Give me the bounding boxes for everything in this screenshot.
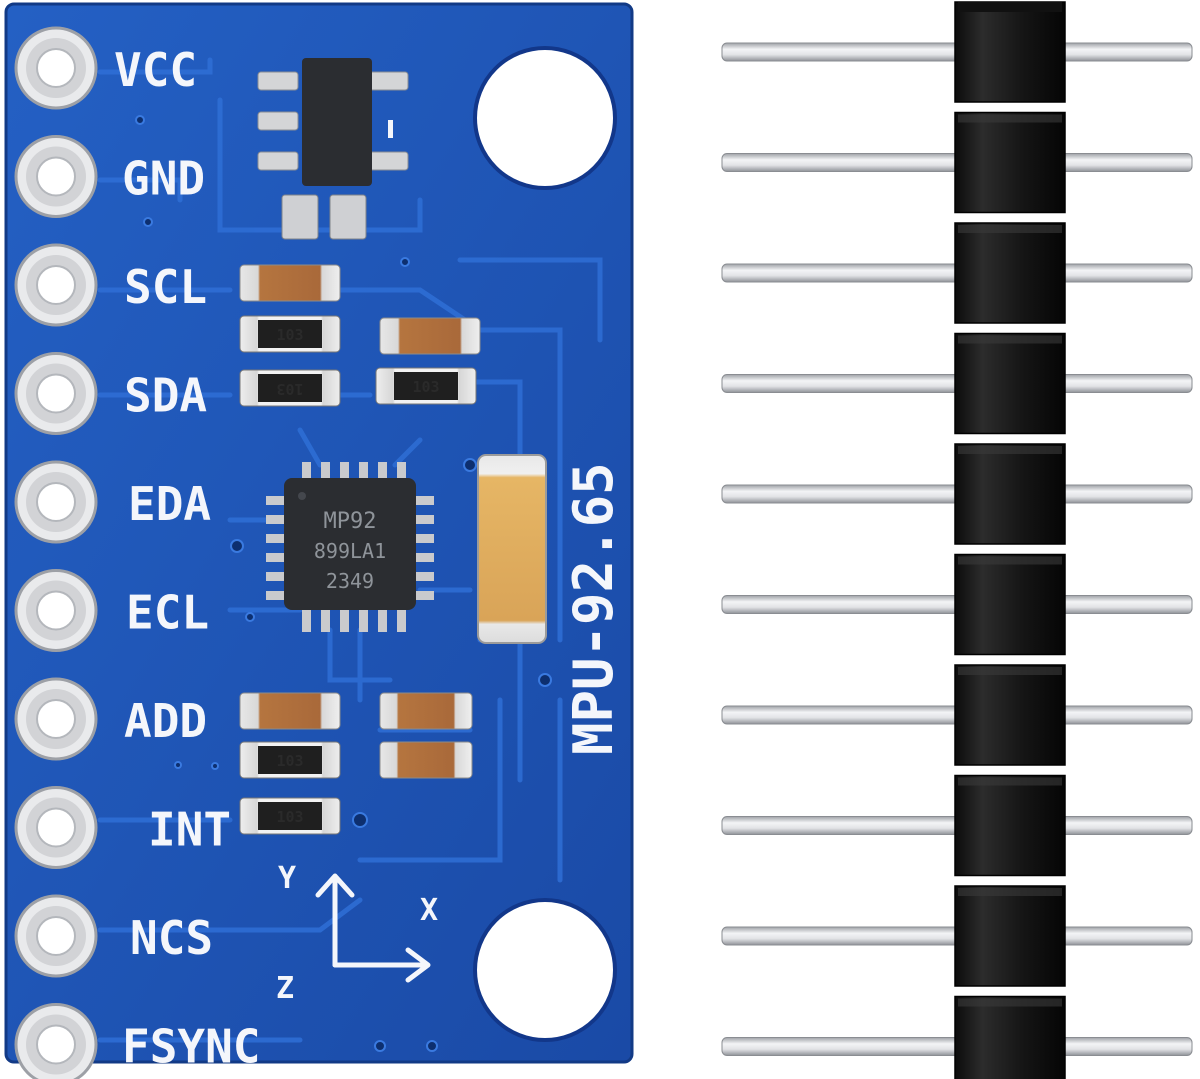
pin-pad-ncs	[14, 894, 98, 978]
header-pin	[721, 885, 1193, 987]
axis-indicator	[315, 873, 431, 983]
header-pin	[721, 553, 1193, 656]
pcb-vias	[135, 115, 552, 1052]
resistor-code: 103	[276, 752, 303, 770]
pin-pad-int	[14, 786, 98, 869]
resistor: 103	[239, 797, 341, 835]
resistor-code: 103	[276, 380, 303, 398]
pin-labels: VCC GND SCL SDA EDA ECL ADD INT NCS FSYNC	[114, 43, 260, 1074]
chip-pin	[414, 496, 434, 505]
pin-pad-gnd	[14, 135, 98, 218]
header-housing-segment	[954, 111, 1066, 214]
pin-pad-fsync	[14, 1003, 98, 1079]
pin-header	[721, 1, 1193, 1079]
pin-pad-ecl	[14, 569, 98, 652]
pin-label-add: ADD	[124, 694, 207, 748]
pin-label-scl: SCL	[124, 260, 207, 314]
voltage-regulator	[257, 58, 409, 186]
pin-pad-sda	[14, 352, 98, 435]
header-housing-segment	[954, 443, 1066, 545]
mounting-hole-top	[473, 46, 617, 190]
header-housing-segment	[954, 995, 1066, 1079]
chip-pin	[397, 608, 406, 632]
y-arrow-head	[315, 873, 355, 898]
mounting-hole-bottom	[473, 898, 617, 1042]
header-pin	[721, 995, 1193, 1079]
tantalum-capacitor	[477, 454, 547, 644]
header-housing-segment	[954, 885, 1066, 987]
resistor: 103	[239, 741, 341, 779]
chip-pin	[266, 591, 286, 600]
chip-pin	[397, 462, 406, 480]
header-housing-segment	[954, 1, 1066, 103]
pin-label-gnd: GND	[122, 152, 205, 206]
pin-pad-eda	[14, 460, 98, 544]
header-pin	[721, 332, 1193, 435]
header-pin	[721, 443, 1193, 545]
header-housing-segment	[954, 222, 1066, 324]
header-housing-segment	[954, 774, 1066, 877]
header-pin	[721, 222, 1193, 324]
header-housing-segment	[954, 553, 1066, 656]
chip-pin	[414, 553, 434, 562]
x-arrow-head	[405, 947, 431, 983]
resistor: 103	[375, 367, 477, 405]
chip-pin	[414, 534, 434, 543]
chip-pin	[359, 608, 368, 632]
resistor: 103	[239, 369, 341, 407]
chip-marking-line-1: MP92	[324, 509, 377, 534]
chip-pin	[266, 572, 286, 581]
chip-pin	[414, 515, 434, 524]
chip-pin	[414, 591, 434, 600]
chip-pin	[414, 572, 434, 581]
imu-chip: MP92 899LA1 2349	[266, 462, 434, 632]
pin-label-eda: EDA	[128, 477, 211, 531]
pin-pad-vcc	[14, 26, 98, 110]
axis-label-y: Y	[278, 861, 296, 896]
header-housing-segment	[954, 664, 1066, 766]
chip-pin	[266, 515, 286, 524]
chip-marking-line-2: 899LA1	[314, 539, 386, 563]
axis-label-z: Z	[276, 971, 294, 1006]
chip-pin	[378, 608, 387, 632]
model-label: MPU-92.65	[562, 462, 625, 755]
resistor-code: 103	[276, 808, 303, 826]
chip-pin	[266, 553, 286, 562]
chip-pin	[340, 608, 349, 632]
chip-pin	[378, 462, 387, 480]
chip-pin	[302, 462, 311, 480]
pin-label-int: INT	[148, 803, 231, 857]
axis-label-x: X	[420, 893, 438, 928]
pin-pad-scl	[14, 243, 98, 327]
pin-pads	[14, 26, 98, 1079]
chip-pin	[340, 462, 349, 480]
solder-pads	[281, 194, 367, 240]
pin-label-fsync: FSYNC	[122, 1020, 260, 1074]
header-housing-segment	[954, 332, 1066, 435]
chip-pin	[359, 462, 368, 480]
pin-label-ecl: ECL	[126, 586, 209, 640]
header-pin	[721, 664, 1193, 766]
smd-resistors: 103 103 103 103 103	[239, 315, 477, 835]
chip-pin	[321, 462, 330, 480]
header-pin	[721, 111, 1193, 214]
chip-pin	[321, 608, 330, 632]
chip-marking-line-3: 2349	[326, 569, 374, 593]
pin-label-vcc: VCC	[114, 43, 197, 97]
resistor-code: 103	[412, 378, 439, 396]
pin-label-sda: SDA	[124, 369, 207, 423]
chip-pin	[266, 496, 286, 505]
header-pin	[721, 1, 1193, 103]
header-pin	[721, 774, 1193, 877]
resistor-code: 103	[276, 326, 303, 344]
mpu9265-board: VCC GND SCL SDA EDA ECL ADD INT NCS FSYNC	[4, 2, 634, 1079]
chip-pins	[266, 462, 434, 632]
chip-pin	[302, 608, 311, 632]
resistor: 103	[239, 315, 341, 353]
pin-pad-add	[14, 677, 98, 761]
smd-capacitors	[239, 264, 481, 779]
chip-pin	[266, 534, 286, 543]
pin-label-ncs: NCS	[130, 911, 213, 965]
